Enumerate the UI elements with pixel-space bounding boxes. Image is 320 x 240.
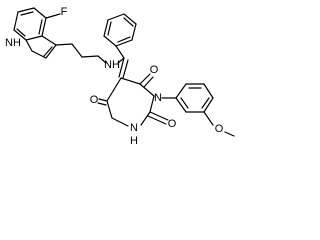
atom-label-o-bottom: O <box>168 118 177 130</box>
atom-label-o-left: O <box>90 94 99 106</box>
atom-label-n-imide-2: N <box>130 122 138 134</box>
chemical-structure-diagram: F NH NH O N O O N H O <box>5 6 235 147</box>
methoxy-group <box>203 111 235 137</box>
indole-pyrrole-ring <box>25 35 57 59</box>
methoxyphenyl-ring <box>175 83 214 113</box>
atom-label-h-imide: H <box>130 135 138 147</box>
benzylidene <box>115 45 129 79</box>
atom-label-nh-amine: NH <box>104 59 120 71</box>
atom-label-n-imide: N <box>154 92 162 104</box>
indole-benzene-ring <box>13 7 47 41</box>
pyrimidinetrione-ring <box>106 77 155 127</box>
atom-label-f: F <box>61 6 68 18</box>
atom-label-nh-indole: NH <box>5 37 21 49</box>
phenyl-ring <box>103 13 137 47</box>
carbonyl-bonds <box>97 73 169 125</box>
structure-canvas: F NH NH O N O O N H O <box>0 0 238 156</box>
atom-label-o-methoxy: O <box>215 123 224 135</box>
atom-label-o-top-right: O <box>150 64 159 76</box>
ethyl-linker <box>55 43 107 64</box>
c-f-bond <box>45 13 61 19</box>
